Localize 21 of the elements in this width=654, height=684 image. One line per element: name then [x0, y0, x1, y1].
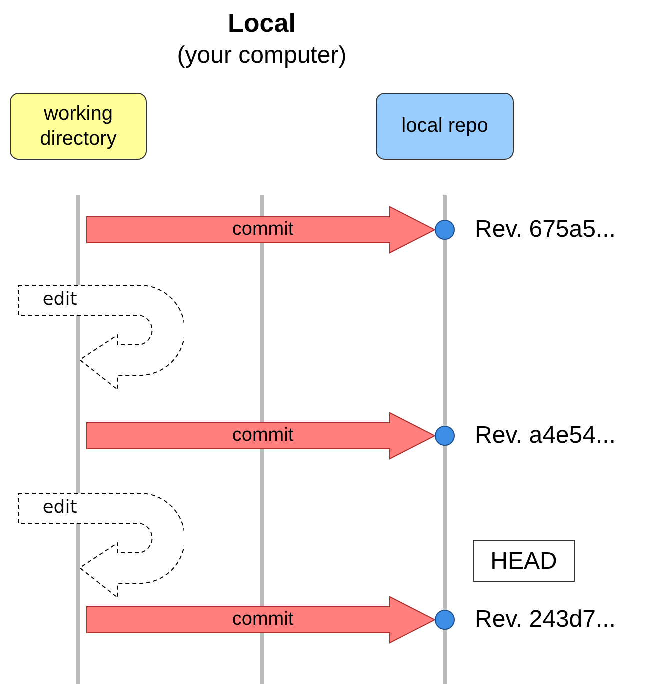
revision-dot: [435, 610, 455, 630]
edge-label: commit: [231, 425, 295, 447]
u-turn-arrow: [18, 493, 184, 599]
block-arrow: [86, 596, 436, 644]
revision-dot: [435, 426, 455, 446]
diagram-title: Local: [227, 8, 297, 39]
revision-label: Rev. 675a5...: [475, 216, 616, 244]
arrow-label: edit: [42, 289, 78, 310]
subtitle: (your computer): [176, 42, 348, 70]
revision-dot: [435, 220, 455, 240]
arrow-label: edit: [42, 497, 78, 518]
u-turn-arrow: [18, 285, 184, 391]
working-directory-box: working directory: [10, 93, 147, 160]
revision-label: Rev. 243d7...: [475, 606, 616, 634]
head-tag: HEAD: [473, 540, 575, 582]
repo-box: local repo: [376, 93, 514, 160]
block-arrow: [86, 412, 436, 460]
block-arrow: [86, 206, 436, 254]
edge-label: commit: [231, 609, 295, 631]
revision-label: Rev. a4e54...: [475, 422, 616, 450]
edge-label: commit: [231, 219, 295, 241]
